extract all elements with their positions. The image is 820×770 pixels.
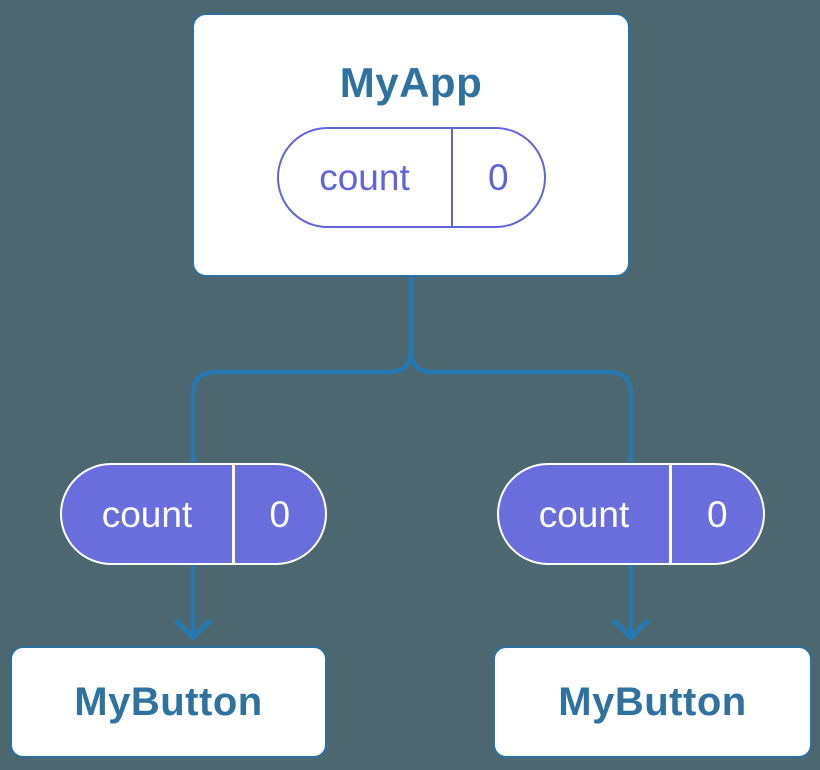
arrowhead-left-icon [174, 619, 212, 640]
component-label-mybutton: MyButton [74, 680, 263, 724]
prop-pill-value: 0 [269, 493, 291, 535]
pill-divider [232, 465, 235, 563]
component-node-mybutton-right: MyButton [493, 646, 812, 758]
state-pill-value: 0 [487, 157, 509, 198]
connector-branch-right [408, 346, 634, 636]
pill-divider [669, 465, 672, 563]
prop-pill-left: count 0 [60, 463, 327, 565]
prop-pill-right: count 0 [497, 463, 765, 565]
component-label-myapp: MyApp [339, 59, 483, 106]
prop-pill-value: 0 [706, 493, 728, 535]
pill-divider [450, 129, 453, 226]
component-node-myapp: MyApp count 0 [192, 13, 630, 277]
component-label-mybutton: MyButton [558, 680, 747, 724]
component-node-mybutton-left: MyButton [10, 646, 327, 758]
prop-pill-name: count [101, 493, 193, 535]
arrowhead-right-icon [612, 619, 650, 640]
prop-pill-name: count [538, 493, 630, 535]
connector-branch-left [190, 346, 414, 636]
state-pill: count 0 [276, 127, 546, 228]
state-pill-name: count [319, 157, 410, 198]
